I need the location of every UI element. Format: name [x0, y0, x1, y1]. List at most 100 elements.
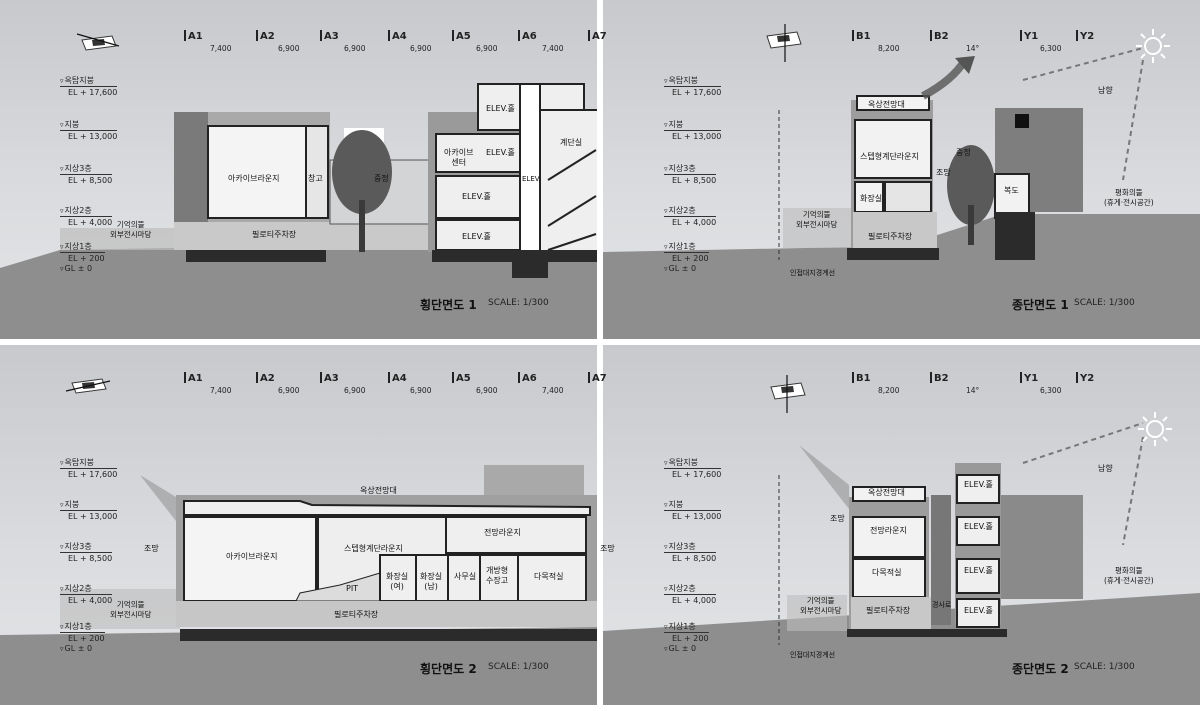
grid-a7: A7	[588, 372, 607, 384]
room-rooftop-deck: 옥상전망대	[360, 486, 397, 495]
room-elev: ELEV.	[522, 175, 541, 183]
grid-a6: A6	[518, 372, 537, 384]
room-corridor: 복도	[1004, 186, 1019, 195]
grid-y1: Y1	[1020, 372, 1038, 384]
room-elev-hall-1: ELEV.홀	[964, 606, 993, 615]
room-open-storage: 개방형 수장고	[486, 566, 509, 585]
dim-a2-a3: 6,900	[278, 386, 300, 395]
dim-b2-y1: 14°	[966, 44, 980, 53]
grid-y2: Y2	[1076, 30, 1094, 42]
label-view: 조망	[830, 514, 845, 523]
room-stair: 계단실	[560, 138, 583, 147]
room-wc-male: 화장실 (남)	[420, 572, 443, 591]
room-elev-hall-3: ELEV.홀	[964, 522, 993, 531]
room-elev-hall-1: ELEV.홀	[462, 232, 491, 241]
dim-a6-a7: 7,400	[542, 44, 564, 53]
grid-a3: A3	[320, 30, 339, 42]
room-archive-center: 아카이브 센터	[444, 148, 474, 167]
dim-a4-a5: 6,900	[410, 386, 432, 395]
grid-a5: A5	[452, 30, 471, 42]
cross-section-1-drawing	[0, 83, 597, 339]
grid-b1: B1	[852, 372, 871, 384]
level-gl: GL ± 0	[60, 644, 92, 654]
room-elev-hall-4: ELEV.홀	[486, 104, 515, 113]
room-office: 사무실	[454, 572, 477, 581]
room-archive-lounge: 아카이브라운지	[228, 174, 280, 183]
room-piloti: 필로티주차장	[334, 610, 379, 619]
grid-a1: A1	[184, 372, 203, 384]
grid-a4: A4	[388, 30, 407, 42]
panel-cross-section-2	[0, 345, 597, 705]
dim-y1-y2: 6,300	[1040, 44, 1062, 53]
room-memory-yard: 기억의뜰 외부전시마당	[110, 220, 152, 239]
scale-cross-section-2: SCALE: 1/300	[488, 662, 549, 672]
grid-a3: A3	[320, 372, 339, 384]
room-memory-yard: 기억의뜰 외부전시마당	[796, 210, 838, 229]
level-gl: GL ± 0	[664, 264, 696, 274]
room-restroom: 화장실	[860, 194, 883, 203]
dim-a3-a4: 6,900	[344, 44, 366, 53]
title-longitudinal-section-2: 종단면도 2	[1012, 662, 1069, 676]
room-wc-female: 화장실 (여)	[386, 572, 409, 591]
grid-a5: A5	[452, 372, 471, 384]
dim-a6-a7: 7,400	[542, 386, 564, 395]
room-courtyard: 중정	[956, 148, 971, 157]
scale-longitudinal-section-1: SCALE: 1/300	[1074, 298, 1135, 308]
grid-a2: A2	[256, 30, 275, 42]
label-peace-yard: 평화의뜰 (휴게·전시공간)	[1104, 566, 1154, 585]
grid-b2: B2	[930, 372, 949, 384]
room-rooftop-deck: 옥상전망대	[868, 488, 905, 497]
label-view-left: 조망	[144, 544, 159, 553]
room-piloti: 필로티주차장	[252, 230, 297, 239]
label-view-right: 조망	[600, 544, 615, 553]
dim-a5-a6: 6,900	[476, 386, 498, 395]
panel-cross-section-1	[0, 0, 597, 339]
room-piloti: 필로티주차장	[866, 606, 911, 615]
label-view: 조망	[936, 168, 951, 177]
room-elev-hall-2: ELEV.홀	[462, 192, 491, 201]
grid-a1: A1	[184, 30, 203, 42]
level-gl: GL ± 0	[664, 644, 696, 654]
panel-longitudinal-section-1	[603, 0, 1200, 339]
room-multi-purpose: 다목적실	[534, 572, 564, 581]
dim-a1-a2: 7,400	[210, 386, 232, 395]
room-archive-lounge: 아카이브라운지	[226, 552, 278, 561]
dim-b1-b2: 8,200	[878, 386, 900, 395]
room-elev-hall-2: ELEV.홀	[964, 566, 993, 575]
room-multi-purpose: 다목적실	[872, 568, 902, 577]
grid-b2: B2	[930, 30, 949, 42]
room-piloti: 필로티주차장	[868, 232, 913, 241]
room-elev-hall-3: ELEV.홀	[486, 148, 515, 157]
longitudinal-section-1-drawing	[603, 47, 1200, 339]
scale-cross-section-1: SCALE: 1/300	[488, 298, 549, 308]
room-memory-yard: 기억의뜰 외부전시마당	[800, 596, 842, 615]
grid-y2: Y2	[1076, 372, 1094, 384]
title-cross-section-1: 횡단면도 1	[420, 298, 477, 312]
cross-section-2-drawing	[0, 465, 597, 705]
panel-longitudinal-section-2	[603, 345, 1200, 705]
dim-a5-a6: 6,900	[476, 44, 498, 53]
grid-a7: A7	[588, 30, 607, 42]
dim-b1-b2: 8,200	[878, 44, 900, 53]
room-step-lounge: 스텝형계단라운지	[344, 544, 403, 553]
grid-a4: A4	[388, 372, 407, 384]
room-elev-hall-4: ELEV.홀	[964, 480, 993, 489]
dim-a1-a2: 7,400	[210, 44, 232, 53]
level-gl: GL ± 0	[60, 264, 92, 274]
label-boundary: 인접대지경계선	[790, 269, 836, 277]
room-rooftop-deck: 옥상전망대	[868, 100, 905, 109]
